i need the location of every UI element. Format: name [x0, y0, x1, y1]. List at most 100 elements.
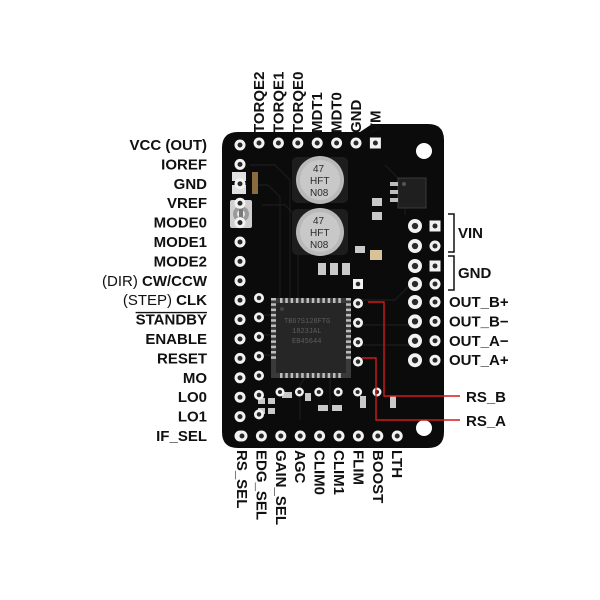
left-pin-label-name: STANDBY — [136, 312, 207, 329]
chip-pins — [271, 298, 351, 378]
chip-marking-2: 1823JAL — [292, 328, 321, 336]
left-pin-pad-hole — [237, 220, 243, 226]
left-pin-pad-hole — [237, 258, 243, 264]
pcb-board: 47 HFT N08 47 HFT N08 — [222, 124, 444, 448]
vin-group: VIN — [448, 213, 483, 253]
inner-header-pads — [254, 279, 382, 420]
vin-label: VIN — [458, 225, 483, 242]
output-pin-pad-hole — [411, 357, 419, 364]
top-pin-pad-hole — [353, 140, 359, 146]
right-pin-label: OUT_A+ — [449, 352, 509, 369]
left-pin-pad-hole — [237, 181, 243, 187]
inner-pin-pad-hole — [256, 412, 262, 417]
left-pin-pad-hole — [237, 297, 243, 303]
chip-pin — [271, 340, 276, 343]
right-pin-labels: OUT_B+ OUT_B− OUT_A− OUT_A+ — [449, 294, 509, 369]
bottom-pin-pad-hole — [317, 433, 323, 439]
top-pin-pads — [253, 137, 381, 149]
top-pin-pad-hole — [275, 140, 281, 146]
right-pin-label: OUT_B− — [449, 313, 509, 330]
callout-rs-a-line — [362, 357, 460, 421]
left-pin-label: VREF — [167, 195, 207, 212]
top-pin-label: GND — [348, 100, 365, 134]
callout-rs-a-label: RS_A — [466, 413, 506, 430]
top-pin-label: TORQE1 — [270, 72, 287, 133]
left-pin-pad-hole — [237, 394, 243, 400]
chip-pin — [327, 298, 331, 303]
chip-pin — [301, 298, 304, 303]
callout-rs-b: RS_B — [368, 301, 506, 406]
mounting-hole-top-right — [416, 143, 432, 159]
left-pin-label: VCC (OUT) — [130, 137, 208, 154]
left-pin-label: MO — [183, 370, 207, 387]
chip-pin — [333, 373, 336, 378]
left-pin-label: LO0 — [178, 389, 207, 406]
output-pin-pad-hole — [432, 318, 438, 324]
chip-pin — [346, 345, 351, 349]
callout-rs-b-line — [368, 301, 460, 397]
inner-pin-pad-hole — [256, 373, 262, 378]
left-pin-label-name: ENABLE — [145, 331, 207, 348]
left-pin-label-name: IF_SEL — [156, 428, 207, 445]
chip-pin — [301, 373, 304, 378]
chip-pin — [306, 373, 309, 378]
bottom-pin-label: FLIM — [349, 450, 366, 485]
chip-pin — [271, 298, 276, 301]
inner-pin-pad-hole — [277, 389, 283, 395]
left-pin-label: RESET — [157, 350, 207, 367]
left-pin-pad-hole — [237, 375, 243, 381]
left-pin-pad-hole — [237, 239, 243, 245]
chip-pin — [333, 298, 336, 303]
left-pin-label-name: MO — [183, 370, 207, 387]
left-pin-label-name: CW/CCW — [142, 273, 208, 290]
left-pin-label-name: RESET — [157, 350, 207, 367]
bottom-pin-label: AGC — [291, 450, 308, 484]
bottom-pin-pad-hole — [355, 433, 361, 439]
chip-pin — [271, 319, 276, 322]
left-pin-label-name: CLK — [176, 292, 207, 309]
inner-pin-pad-hole — [355, 320, 361, 326]
bottom-pin-pad-hole — [278, 433, 284, 439]
chip-pin — [290, 373, 294, 378]
inner-pin-pad-hole — [256, 392, 262, 398]
chip-pin — [285, 298, 288, 303]
power-pin-pad-hole — [411, 262, 419, 270]
chip-pin — [311, 298, 315, 303]
chip-pin — [346, 351, 351, 354]
left-pin-label-name: LO1 — [178, 409, 207, 426]
inner-pin-pad-hole — [336, 389, 341, 395]
gnd-bracket — [448, 255, 455, 291]
left-pin-labels: VCC (OUT)IOREFGNDVREFMODE0MODE1MODE2(DIR… — [102, 137, 208, 445]
chip-pin — [271, 303, 276, 306]
inner-pin-pad-hole — [355, 301, 361, 306]
capacitor-bottom-marking-3: N08 — [310, 240, 329, 251]
left-pin-label-name: MODE1 — [154, 234, 207, 251]
gnd-right-label: GND — [458, 265, 492, 282]
chip-pin — [280, 373, 283, 378]
left-pin-label-name: MODE2 — [154, 253, 207, 270]
power-pin-pad-hole — [432, 263, 438, 269]
bottom-pin-label: BOOST — [369, 450, 386, 503]
inner-pin-pad-hole — [355, 339, 361, 345]
bottom-pin-pad-hole — [239, 433, 245, 439]
capacitor-top-marking-1: 47 — [313, 164, 325, 175]
inner-pin-pad-hole — [316, 389, 321, 395]
left-pin-pad-hole — [237, 278, 243, 284]
left-pin-pads — [234, 139, 246, 442]
bottom-pin-label: CLIM1 — [330, 450, 347, 495]
right-pin-label: OUT_B+ — [449, 294, 509, 311]
right-pin-label: OUT_A− — [449, 333, 509, 350]
top-pin-label: MDT1 — [309, 92, 326, 133]
top-pin-label: TORQE2 — [251, 72, 268, 133]
left-pin-pad-hole — [237, 414, 243, 420]
bottom-pin-label: CLIM0 — [311, 450, 328, 495]
left-pin-pad-hole — [237, 336, 243, 342]
left-pin-label: LO1 — [178, 409, 207, 426]
chip-marking-3: EB45644 — [292, 338, 321, 346]
bottom-pin-pad-hole — [297, 433, 303, 439]
inner-pin-pad-hole — [355, 359, 361, 364]
chip-pin — [346, 298, 351, 301]
chip-pin — [311, 373, 315, 378]
output-pin-pad-hole — [432, 338, 438, 344]
